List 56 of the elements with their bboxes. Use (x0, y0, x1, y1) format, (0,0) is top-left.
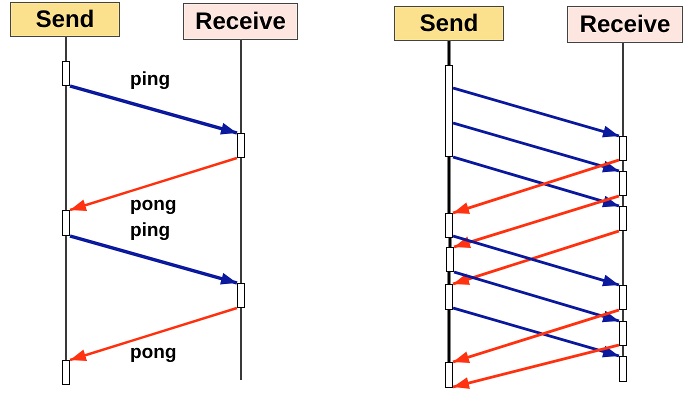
lifeline-header (183, 3, 298, 40)
lifeline (448, 157, 450, 213)
arrow (70, 234, 238, 285)
activation-bar (445, 213, 453, 238)
edge-label: ping (130, 221, 170, 240)
lifeline (65, 86, 67, 210)
lifeline (622, 161, 624, 171)
lifeline (622, 310, 624, 321)
activation-bar (445, 362, 453, 388)
lifeline (622, 231, 624, 285)
activation-bar (62, 61, 70, 86)
activation-bar (619, 136, 627, 161)
lifeline (622, 43, 624, 136)
arrow (70, 156, 238, 212)
activation-bar (619, 321, 627, 346)
activation-bar (619, 285, 627, 310)
activation-bar (619, 171, 627, 196)
arrow (452, 158, 620, 214)
participant-name: Receive (195, 10, 286, 34)
edge-label: ping (130, 70, 170, 89)
lifeline-header (567, 6, 683, 43)
participant-name: Send (420, 12, 478, 36)
arrow (70, 306, 238, 362)
lifeline (65, 236, 67, 360)
arrow (454, 270, 620, 322)
lifeline (448, 272, 450, 284)
arrow (452, 86, 620, 138)
lifeline (240, 308, 242, 380)
activation-bar (619, 356, 627, 382)
arrow (452, 344, 620, 389)
arrow (452, 122, 620, 172)
lifeline (622, 346, 624, 356)
participant-name: Receive (580, 12, 670, 36)
activation-bar (445, 284, 453, 310)
arrow (454, 194, 620, 248)
activation-bar (62, 360, 70, 385)
lifeline (240, 158, 242, 283)
activation-bar (446, 247, 454, 272)
edge-label: pong (130, 195, 176, 214)
lifeline (622, 196, 624, 206)
activation-bar (62, 210, 70, 236)
activation-bar (237, 283, 245, 308)
lifeline (448, 310, 450, 362)
participant-name: Send (36, 8, 94, 32)
activation-bar (237, 133, 245, 158)
edge-label: pong (130, 343, 176, 362)
lifeline-header (394, 6, 504, 41)
arrow (452, 156, 620, 208)
arrow (70, 84, 238, 135)
lifeline (65, 37, 67, 61)
lifeline-header (10, 2, 120, 37)
lifeline (240, 40, 242, 133)
activation-bar (619, 206, 627, 231)
activation-bar (445, 65, 453, 157)
lifeline (448, 41, 450, 65)
lifeline (448, 238, 452, 247)
